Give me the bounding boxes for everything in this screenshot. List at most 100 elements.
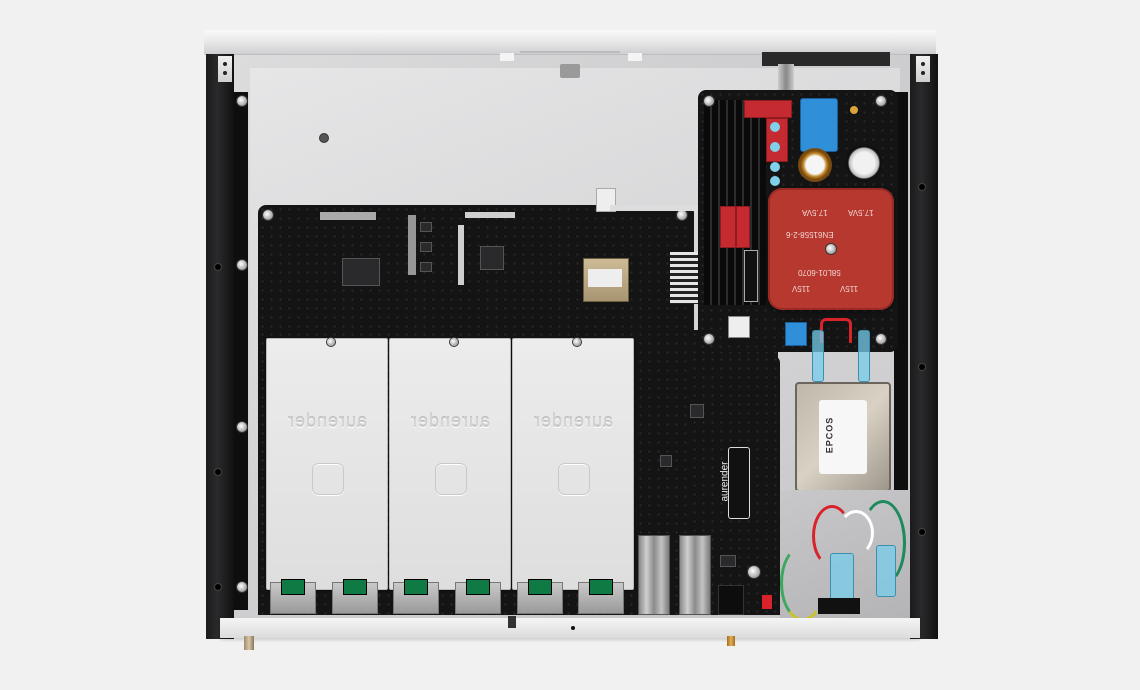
power-connector <box>728 316 750 338</box>
transformer-input: 115V <box>840 284 859 293</box>
toroidal-transformer: 17.5VA 17.5VA EN61558-2-6 58L01-6070 115… <box>768 188 894 310</box>
ribbon-cable <box>778 64 794 90</box>
red-wire <box>812 505 852 567</box>
small-capacitor <box>770 122 780 132</box>
module-badge <box>312 463 344 495</box>
screw <box>237 422 247 432</box>
cable <box>610 205 700 211</box>
smd-column <box>408 215 416 275</box>
red-switch <box>762 595 772 609</box>
film-capacitor-blue <box>785 322 807 346</box>
screw <box>237 96 247 106</box>
transformer-input: 115V <box>792 284 811 293</box>
smd-row <box>465 212 515 218</box>
ethernet-port-3[interactable] <box>393 579 439 614</box>
screw <box>876 334 886 344</box>
rear-connector-bracket <box>762 52 890 66</box>
film-capacitor-red <box>736 206 750 248</box>
slot <box>520 51 620 53</box>
center-bolt <box>826 244 836 254</box>
sfp-cage-1[interactable] <box>638 535 670 615</box>
screw <box>573 338 581 346</box>
screw <box>263 210 273 220</box>
spade-terminal <box>812 330 824 382</box>
transformer-standard: EN61558-2-6 <box>786 230 834 239</box>
electrolytic-capacitor-gold <box>798 148 832 182</box>
spade-terminal <box>858 330 870 382</box>
module-logo: aurender <box>532 411 614 431</box>
ic <box>420 222 432 232</box>
mount-clip <box>560 64 580 78</box>
rear-foot <box>244 636 254 650</box>
transformer-output: 17.5VA <box>802 208 828 217</box>
network-module-3: aurender <box>512 338 634 590</box>
screw <box>704 96 714 106</box>
screw <box>237 582 247 592</box>
ethernet-port-5[interactable] <box>517 579 563 614</box>
spade-terminal <box>830 553 854 601</box>
small-capacitor <box>770 142 780 152</box>
screw <box>237 260 247 270</box>
rear-hole <box>571 626 575 630</box>
tab <box>500 53 514 61</box>
ic <box>420 262 432 272</box>
coax-connector[interactable] <box>727 636 735 646</box>
green-wire <box>860 500 906 586</box>
red-wire-loop <box>820 318 852 343</box>
screw <box>327 338 335 346</box>
front-panel-top-edge <box>204 30 936 54</box>
filter-brand: EPCOS <box>824 416 835 454</box>
network-module-1: aurender <box>266 338 388 590</box>
screw <box>748 566 760 578</box>
screw <box>450 338 458 346</box>
psu-brand-plate <box>744 250 758 302</box>
pcb-brand-plate: aurender <box>720 447 750 519</box>
usb-connector <box>718 585 744 615</box>
floor-hole <box>320 134 328 142</box>
tab <box>628 53 642 61</box>
led <box>850 106 858 114</box>
crystal-oscillator <box>583 258 629 302</box>
ic <box>690 404 704 418</box>
ic <box>660 455 672 467</box>
film-capacitor-red <box>720 206 736 248</box>
module-logo: aurender <box>286 411 368 431</box>
ethernet-port-4[interactable] <box>455 579 501 614</box>
ac-inlet <box>818 598 860 614</box>
transformer-part-no: 58L01-6070 <box>798 268 841 277</box>
screw <box>876 96 886 106</box>
rear-clip <box>508 616 516 628</box>
module-badge <box>558 463 590 495</box>
left-bracket <box>218 56 232 82</box>
pcb-brand-text: aurender <box>719 461 731 502</box>
screw <box>677 210 687 220</box>
network-module-2: aurender <box>389 338 511 590</box>
screw <box>704 334 714 344</box>
fpga-chip <box>480 246 504 270</box>
film-capacitor-blue <box>800 98 838 152</box>
left-side-panel <box>206 54 234 639</box>
smd-row <box>320 212 376 220</box>
right-bracket <box>916 56 930 82</box>
electrolytic-capacitor <box>845 144 883 182</box>
film-capacitor-red <box>744 100 792 118</box>
ethernet-port-6[interactable] <box>578 579 624 614</box>
small-capacitor <box>770 176 780 186</box>
ic <box>420 242 432 252</box>
ethernet-port-2[interactable] <box>332 579 378 614</box>
ic <box>720 555 736 567</box>
ethernet-port-1[interactable] <box>270 579 316 614</box>
smd-column <box>458 225 464 285</box>
module-logo: aurender <box>409 411 491 431</box>
wire-harness <box>670 252 698 304</box>
small-capacitor <box>770 162 780 172</box>
left-rail <box>234 92 248 610</box>
transformer-output: 17.5VA <box>848 208 874 217</box>
sfp-cage-2[interactable] <box>679 535 711 615</box>
rear-panel-edge <box>220 618 920 638</box>
spade-terminal <box>876 545 896 597</box>
processor-chip <box>342 258 380 286</box>
emi-line-filter: EPCOS <box>795 382 891 492</box>
right-side-panel <box>910 54 938 639</box>
module-badge <box>435 463 467 495</box>
